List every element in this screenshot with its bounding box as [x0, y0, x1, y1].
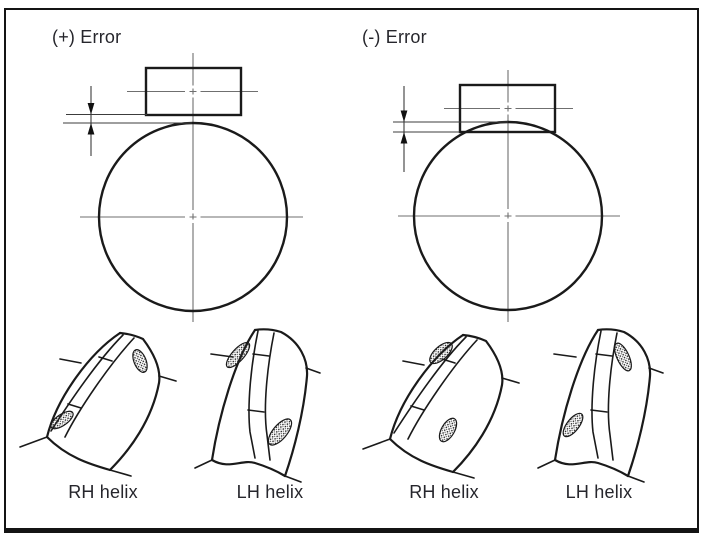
contact-mark — [614, 342, 632, 372]
gear-blank-positive — [97, 121, 289, 313]
contact-mark — [225, 341, 251, 369]
contact-mark — [562, 412, 584, 438]
centerlines-positive — [80, 53, 303, 322]
error-label-positive: (+) Error — [52, 27, 122, 47]
contact-mark — [429, 341, 453, 365]
tooth-label-lh-negative: LH helix — [565, 482, 633, 502]
negative-error-schematic — [361, 70, 665, 484]
tooth-label-rh-positive: RH helix — [68, 482, 138, 502]
tooth-label-lh-positive: LH helix — [236, 482, 304, 502]
tooth-rh-positive — [18, 331, 178, 478]
hob-outline-positive — [144, 66, 243, 117]
positive-error-schematic — [18, 53, 322, 484]
error-label-negative: (-) Error — [362, 27, 427, 47]
tooth-label-rh-negative: RH helix — [409, 482, 479, 502]
error-dimension-negative — [393, 86, 508, 172]
contact-mark — [267, 418, 293, 446]
tooth-lh-negative — [536, 328, 665, 484]
centerlines-negative — [398, 70, 620, 322]
contact-mark — [438, 417, 458, 443]
hob-outline-negative — [458, 83, 557, 134]
contact-mark — [132, 349, 148, 373]
tooth-lh-positive — [193, 328, 322, 484]
contact-mark — [50, 410, 74, 430]
tooth-rh-negative — [361, 333, 521, 480]
error-dimension-positive — [63, 86, 192, 156]
